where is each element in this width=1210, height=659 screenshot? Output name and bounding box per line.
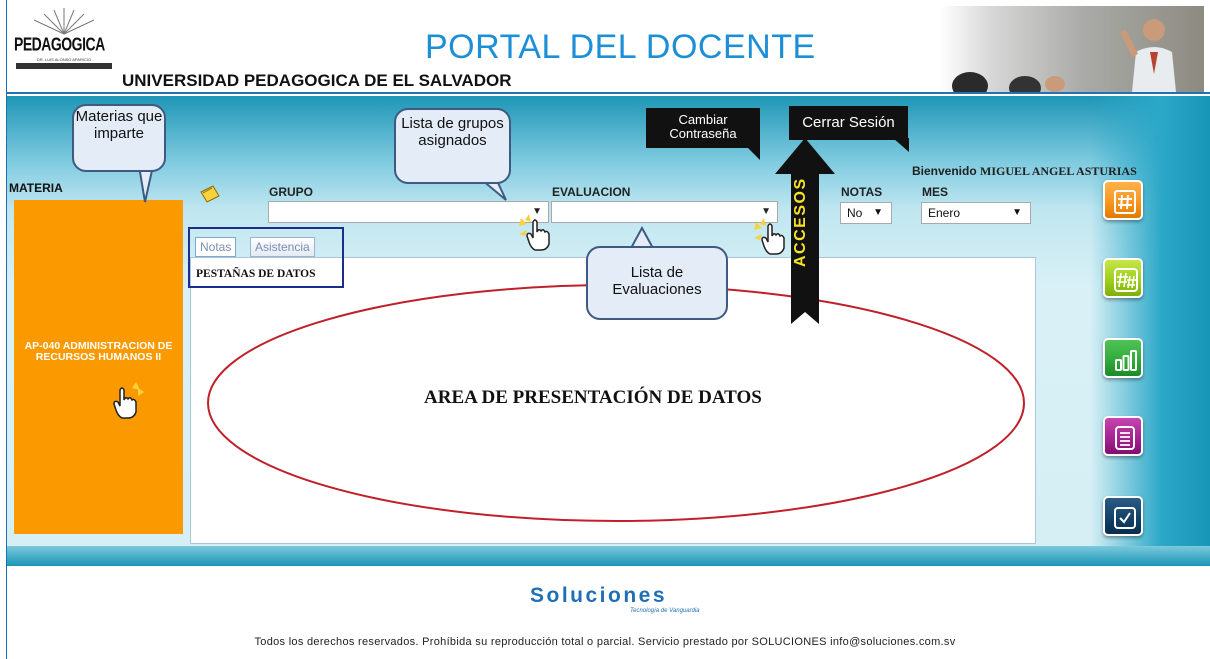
access-tile-notas-multiples[interactable] [1103,258,1143,298]
materia-label: MATERIA [9,181,63,195]
logout-pointer [893,138,909,152]
tabs-highlight-box [188,227,344,288]
access-tile-asistencia[interactable] [1103,496,1143,536]
materias-callout-text: Materias que imparte [75,108,163,142]
hand-cursor-icon [113,382,144,419]
logo-text: PEDAGOGICA [14,33,105,55]
document-list-icon [1115,426,1135,450]
tab-notas[interactable]: Notas [195,237,237,257]
hand-cursor-icon [754,218,785,255]
access-tile-reportes[interactable] [1103,416,1143,456]
hand-cursor-icon [519,214,550,251]
materias-callout-tail [137,166,155,203]
folder-icon[interactable] [199,184,221,204]
bar-chart-icon [1115,350,1137,371]
students-heads-icon [952,72,1065,92]
area-title: AREA DE PRESENTACIÓN DE DATOS [424,387,762,408]
hash-multi-icon [1114,268,1138,292]
notas-value: No [847,206,863,220]
user-name: MIGUEL ANGEL ASTURIAS [980,164,1137,178]
page-frame [6,0,1210,659]
access-tile-notas[interactable] [1103,180,1143,220]
logout-link[interactable]: Cerrar Sesión [789,106,908,140]
checkbox-icon [1114,507,1136,529]
subject-item[interactable]: AP-040 ADMINISTRACION DE RECURSOS HUMANO… [24,340,173,363]
accesos-label: ACCESOS [792,177,809,267]
evaluaciones-callout-text: Lista de Evaluaciones [612,264,702,298]
chevron-down-icon: ▼ [873,207,883,218]
header: PEDAGOGICA DR. LUIS ALONSO APARICIO PORT… [7,0,1210,94]
hash-icon [1114,190,1136,214]
notas-label: NOTAS [841,185,883,199]
university-logo[interactable]: PEDAGOGICA DR. LUIS ALONSO APARICIO [14,8,124,94]
tab-asistencia[interactable]: Asistencia [250,237,315,257]
band-right-gradient [1090,96,1210,566]
logo-rays-icon [33,8,95,35]
grupos-callout: Lista de grupos asignados [394,108,511,184]
accesos-arrow-icon [775,138,835,324]
tabs-annotation: PESTAÑAS DE DATOS [196,268,316,280]
access-tile-estadisticas[interactable] [1103,338,1143,378]
mes-label: MES [922,185,949,199]
footer-brand: Soluciones [530,584,668,607]
band-bottom [7,546,1210,566]
grupos-callout-text: Lista de grupos asignados [401,115,504,149]
portal-title: PORTAL DEL DOCENTE [425,28,816,66]
change-password-pointer [746,146,760,160]
chevron-down-icon: ▼ [761,206,771,217]
chevron-down-icon: ▼ [1012,207,1022,218]
notas-select[interactable]: No ▼ [840,202,892,224]
header-photo [940,6,1204,92]
grupo-select[interactable]: ▼ [268,201,549,223]
materia-panel [14,200,183,534]
evaluacion-select[interactable]: ▼ [551,201,778,223]
mes-value: Enero [928,206,961,220]
teacher-photo-icon [1120,19,1176,92]
change-password-link[interactable]: Cambiar Contraseña [646,108,760,148]
logo-subtitle: DR. LUIS ALONSO APARICIO [36,57,92,62]
grupo-label: GRUPO [269,185,314,199]
welcome-prefix: Bienvenido [912,164,977,178]
footer-copyright: Todos los derechos reservados. Prohíbida… [254,636,956,648]
materias-callout: Materias que imparte [72,104,166,172]
logo-band [16,63,112,69]
evaluacion-label: EVALUACION [552,185,631,199]
welcome-message: Bienvenido MIGUEL ANGEL ASTURIAS [912,164,1137,179]
mes-select[interactable]: Enero ▼ [921,202,1031,224]
footer-tagline: Tecnología de Vanguardia [630,608,700,614]
university-name: UNIVERSIDAD PEDAGOGICA DE EL SALVADOR [122,71,512,90]
evaluaciones-callout: Lista de Evaluaciones [586,246,728,320]
chevron-down-icon: ▼ [532,206,542,217]
